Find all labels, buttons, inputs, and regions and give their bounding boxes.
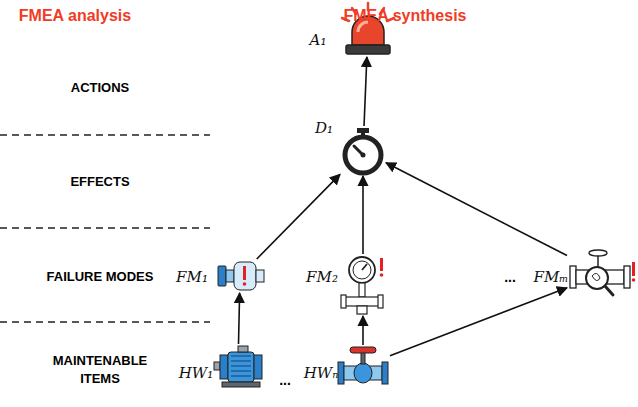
arrow-connector: [362, 176, 364, 254]
node-label: D₁: [315, 119, 333, 137]
row-label: ACTIONS: [71, 79, 130, 97]
node-label: A₁: [310, 31, 327, 49]
stopwatch-icon: [345, 128, 381, 173]
arrow-connector: [386, 163, 567, 256]
ellipsis: ...: [279, 371, 291, 390]
valve-icon: [338, 347, 388, 384]
node-label: HWₙ: [304, 364, 339, 382]
arrow-connector: [257, 174, 340, 259]
icon-node: FM₁: [215, 260, 265, 292]
row-separators: [0, 135, 210, 322]
section-heading: FMEA analysis: [19, 5, 131, 27]
node-label: FMₘ: [534, 268, 569, 286]
row-label: MAINTENABLE ITEMS: [45, 352, 155, 387]
row-label: EFFECTS: [70, 173, 129, 191]
arrow-connector: [390, 288, 567, 356]
gauge-failure-icon: [341, 257, 383, 314]
fitting-failure-icon: [218, 262, 264, 290]
node-label: HW₁: [179, 364, 214, 382]
icon-node: FM₂: [340, 255, 386, 315]
node-label: FM₂: [306, 268, 338, 286]
valve-inspection-icon: [570, 250, 635, 295]
arrow-connector: [362, 316, 364, 345]
icon-node: FMₘ: [568, 250, 638, 298]
ellipsis: ...: [504, 268, 516, 287]
icon-node: HWₙ: [337, 346, 389, 386]
row-label: FAILURE MODES: [47, 268, 154, 286]
icon-node: HW₁: [213, 345, 263, 388]
icon-node: D₁: [341, 127, 385, 175]
arrow-connector: [238, 293, 239, 344]
node-label: FM₁: [176, 268, 208, 286]
section-heading: FMEA synthesis: [344, 5, 467, 27]
arrow-connector: [364, 57, 367, 126]
motor-icon: [214, 346, 262, 387]
